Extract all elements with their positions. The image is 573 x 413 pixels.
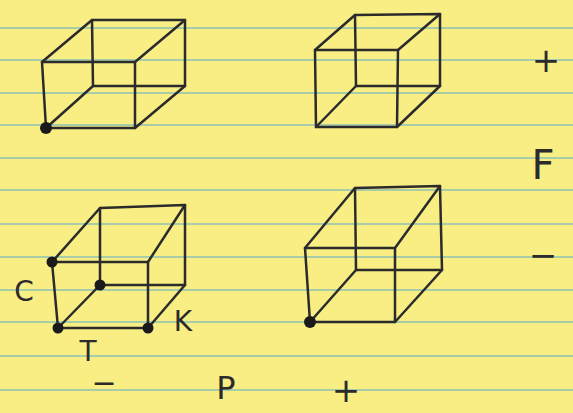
symbol-label: T [79,338,96,366]
cube [305,186,442,322]
symbol-label: − [91,368,116,398]
cube [42,20,185,128]
ruled-lines [0,28,573,390]
symbol-label: C [14,278,34,306]
symbol-label: + [332,373,361,407]
corner-dots [40,122,316,334]
cube [52,205,185,328]
symbol-label: − [529,238,558,272]
symbol-label: F [531,145,554,185]
symbol-label: + [532,43,561,77]
symbol-label: K [174,308,192,336]
cube [315,14,440,127]
symbol-label: P [216,372,235,404]
